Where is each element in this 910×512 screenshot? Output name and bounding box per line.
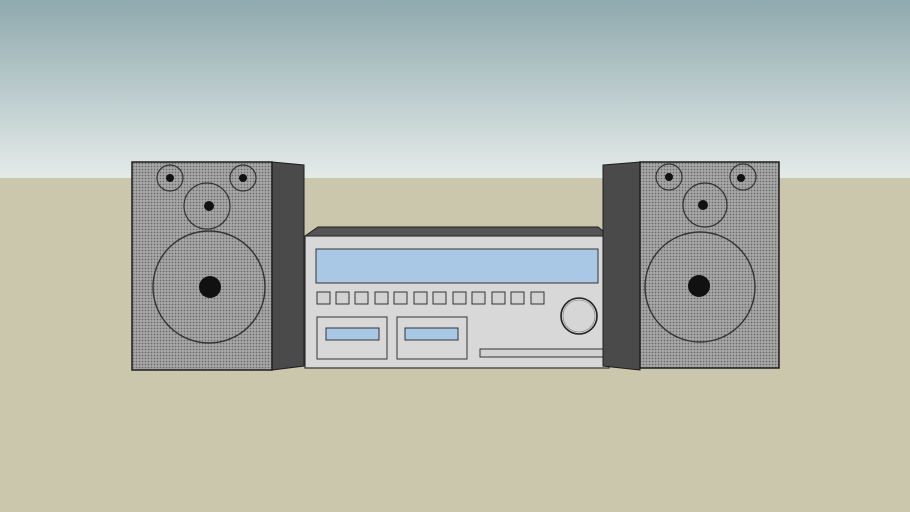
preset-button[interactable]: [393, 291, 408, 305]
right-speaker-midrange: [682, 182, 728, 228]
disc-slot[interactable]: [479, 348, 605, 358]
cassette-window-left: [325, 327, 380, 341]
left-speaker-tweeter-left: [156, 164, 184, 192]
right-speaker-tweeter-right: [729, 163, 757, 191]
stereo-unit: [303, 226, 611, 369]
preset-button[interactable]: [354, 291, 369, 305]
cassette-deck-right[interactable]: [396, 316, 468, 360]
preset-button[interactable]: [374, 291, 389, 305]
preset-button[interactable]: [530, 291, 545, 305]
left-speaker-midrange: [183, 182, 231, 230]
preset-button[interactable]: [510, 291, 525, 305]
cassette-window-right: [404, 327, 459, 341]
preset-button[interactable]: [316, 291, 331, 305]
preset-button[interactable]: [335, 291, 350, 305]
stereo-display: [315, 248, 599, 284]
left-speaker-front: [131, 161, 273, 371]
left-speaker-side: [271, 161, 305, 371]
right-speaker: [602, 161, 780, 371]
left-speaker: [131, 161, 305, 371]
right-speaker-front: [639, 161, 780, 369]
left-speaker-woofer: [152, 230, 266, 344]
right-speaker-tweeter-left: [655, 163, 683, 191]
stereo-top: [303, 226, 611, 237]
preset-button[interactable]: [491, 291, 506, 305]
left-speaker-tweeter-right: [229, 164, 257, 192]
preset-button-row: [316, 291, 545, 305]
right-speaker-side: [602, 161, 641, 371]
sky: [0, 0, 910, 178]
preset-button[interactable]: [452, 291, 467, 305]
right-speaker-woofer: [644, 231, 756, 343]
volume-knob[interactable]: [560, 297, 598, 335]
cassette-deck-left[interactable]: [316, 316, 388, 360]
preset-button[interactable]: [471, 291, 486, 305]
preset-button[interactable]: [413, 291, 428, 305]
preset-button[interactable]: [432, 291, 447, 305]
